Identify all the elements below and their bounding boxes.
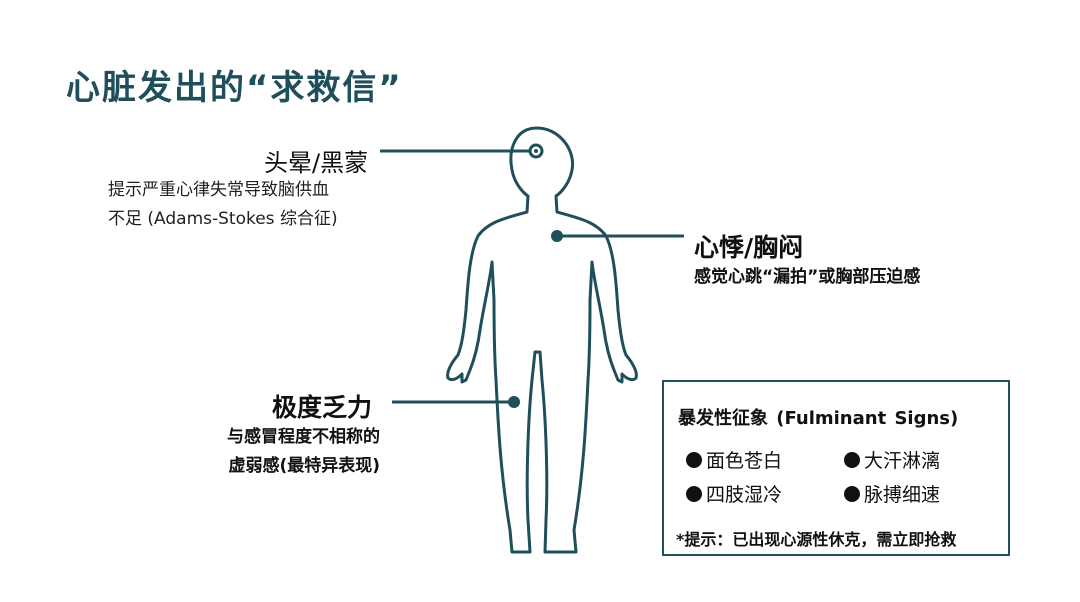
sign-item: 四肢湿冷 — [686, 480, 782, 507]
dizziness-heading: 头晕/黑蒙 — [264, 149, 369, 177]
bullet-icon — [686, 451, 702, 468]
fatigue-heading: 极度乏力 — [272, 393, 373, 422]
dizziness-desc-line2: 不足 (Adams-Stokes 综合征) — [108, 209, 338, 229]
sign-label: 四肢湿冷 — [706, 484, 783, 506]
palpitation-heading: 心悸/胸闷 — [694, 233, 804, 262]
sign-item: 大汗淋漓 — [844, 446, 940, 473]
bullet-icon — [844, 485, 860, 502]
sign-label: 大汗淋漓 — [864, 450, 941, 472]
sign-label: 脉搏细速 — [864, 484, 941, 506]
page-title: 心脏发出的“求救信” — [66, 68, 403, 108]
fulminant-signs-box: 暴发性征象 (Fulminant Signs) 面色苍白 大汗淋漓 四肢湿冷 脉… — [662, 380, 1010, 556]
head-marker — [528, 143, 544, 159]
bullet-icon — [686, 485, 702, 502]
dizziness-desc-line1: 提示严重心律失常导致脑供血 — [108, 180, 329, 200]
fulminant-signs-note: *提示：已出现心源性休克，需立即抢救 — [676, 530, 957, 549]
fatigue-desc-line1: 与感冒程度不相称的 — [227, 427, 380, 447]
palpitation-description: 感觉心跳“漏拍”或胸部压迫感 — [694, 267, 921, 287]
sign-item: 脉搏细速 — [844, 480, 940, 507]
body-outline — [446, 126, 638, 554]
fatigue-description: 与感冒程度不相称的 虚弱感(最特异表现) — [227, 423, 380, 481]
fulminant-signs-title: 暴发性征象 (Fulminant Signs) — [678, 408, 959, 429]
dizziness-description: 提示严重心律失常导致脑供血 不足 (Adams-Stokes 综合征) — [108, 176, 338, 234]
fatigue-desc-line2: 虚弱感(最特异表现) — [228, 456, 380, 476]
sign-item: 面色苍白 — [686, 446, 782, 473]
sign-label: 面色苍白 — [706, 450, 783, 472]
bullet-icon — [844, 451, 860, 468]
